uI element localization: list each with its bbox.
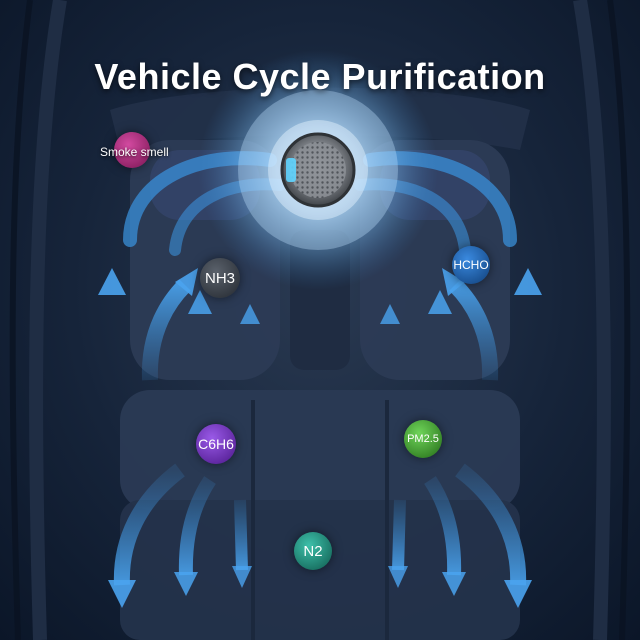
pm25-label: PM2.5 [407,433,439,445]
nh3-badge: NH3 [200,258,240,298]
hcho-label: HCHO [453,258,489,272]
smoke-smell-label: Smoke smell [100,145,169,159]
n2-badge: N2 [294,532,332,570]
page-title: Vehicle Cycle Purification [94,56,546,97]
upward-arrows-left [98,268,260,390]
upward-arrows-right [380,268,542,390]
n2-label: N2 [303,542,323,560]
smoke-smell-badge [114,132,150,168]
nh3-label: NH3 [204,269,235,287]
air-purifier-icon [198,50,438,290]
rear-seat [120,390,520,640]
pm25-badge: PM2.5 [404,420,442,458]
downward-arrows-rear [108,463,532,608]
car-body [29,0,611,640]
c6h6-label: C6H6 [198,436,234,452]
hcho-badge: HCHO [452,246,490,284]
c6h6-badge: C6H6 [196,424,236,464]
